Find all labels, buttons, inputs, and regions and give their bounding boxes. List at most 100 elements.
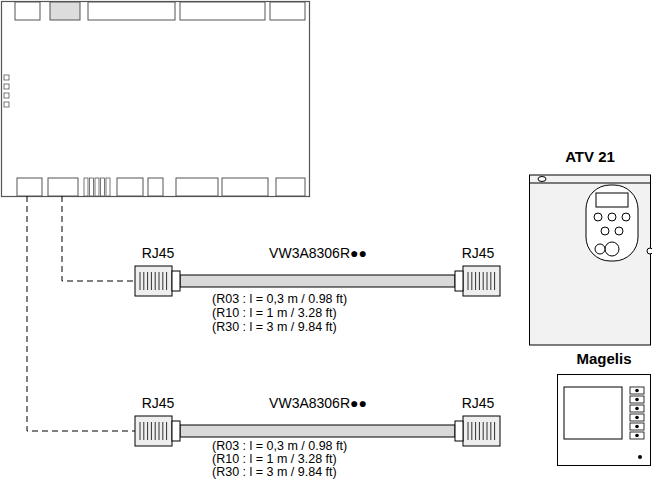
keypad-button — [601, 227, 609, 235]
controller — [2, 2, 310, 197]
hmi-key-dot — [635, 425, 639, 429]
bottom-port — [17, 178, 42, 196]
rj45-contact — [487, 272, 488, 290]
bottom-port — [148, 178, 163, 196]
rj45-latch — [172, 271, 180, 291]
connector-name: RJ45 — [462, 395, 495, 411]
cable-length: (R03 : l = 0,3 m / 0.98 ft) — [212, 439, 347, 453]
cable-reference: VW3A8306R●● — [269, 395, 367, 411]
dial — [595, 244, 605, 254]
rj45-contact — [487, 422, 488, 440]
cable — [135, 266, 500, 296]
rj45-contact — [475, 272, 476, 290]
keypad-button — [608, 213, 616, 221]
bottom-port — [222, 178, 268, 196]
rj45-contact — [494, 422, 495, 440]
dial — [605, 242, 619, 256]
rj45-plug — [135, 266, 172, 296]
hmi-screen — [564, 387, 622, 439]
cable-reference: VW3A8306R●● — [269, 245, 367, 261]
rj45-contact — [468, 422, 469, 440]
rj45-plug — [463, 266, 500, 296]
hmi-key — [630, 387, 644, 394]
hmi-key — [630, 432, 644, 439]
top-port — [15, 2, 40, 20]
dashed-link — [62, 196, 135, 281]
keypad-button — [594, 213, 602, 221]
rj45-contact — [483, 422, 484, 440]
cable-body — [180, 275, 455, 287]
rj45-contact — [143, 272, 144, 290]
rj45-contact — [151, 422, 152, 440]
rj45-contact — [140, 272, 141, 290]
rj45-contact — [479, 272, 480, 290]
status-lamp — [538, 177, 546, 182]
terminal-strip — [95, 178, 99, 196]
rj45-plug — [463, 416, 500, 446]
hmi-key — [630, 396, 644, 403]
device-drawing — [556, 373, 652, 467]
terminal-strip — [101, 178, 105, 196]
bottom-port — [117, 178, 143, 196]
terminal-strip — [90, 178, 94, 196]
status-led — [4, 84, 9, 89]
cable-length: (R10 : l = 1 m / 3.28 ft) — [212, 452, 337, 466]
rj45-plug — [135, 416, 172, 446]
cable-length: (R10 : l = 1 m / 3.28 ft) — [212, 306, 337, 320]
rj45-contact — [151, 272, 152, 290]
controller-housing — [2, 2, 310, 197]
top-port — [180, 2, 265, 20]
rj45-latch — [172, 421, 180, 441]
hmi-key-dot — [635, 416, 639, 420]
drive-housing — [530, 175, 651, 345]
dashed-link — [27, 196, 135, 431]
hmi-device: Magelis — [556, 350, 652, 467]
rj45-contact — [475, 422, 476, 440]
cable-length: (R30 : l = 3 m / 9.84 ft) — [212, 465, 337, 479]
bottom-port — [276, 178, 305, 196]
rj45-contact — [166, 422, 167, 440]
keypad-button — [615, 227, 623, 235]
bottom-port — [48, 178, 78, 196]
cable-length: (R03 : l = 0,3 m / 0.98 ft) — [212, 292, 347, 306]
rj45-contact — [471, 422, 472, 440]
hmi-housing — [558, 375, 651, 466]
cable-body — [180, 425, 455, 437]
hmi-key-dot — [635, 407, 639, 411]
rj45-contact — [166, 272, 167, 290]
device-name: Magelis — [556, 350, 652, 368]
rj45-contact — [147, 422, 148, 440]
hmi-key-dot — [635, 389, 639, 393]
top-port — [88, 2, 175, 20]
connector-name: RJ45 — [462, 245, 495, 261]
hmi-key — [630, 423, 644, 430]
hmi-led — [638, 455, 642, 459]
keypad — [586, 185, 638, 261]
rj45-contact — [471, 272, 472, 290]
rj45-contact — [490, 422, 491, 440]
rj45-contact — [494, 272, 495, 290]
hmi-key-dot — [635, 434, 639, 438]
display — [596, 193, 628, 207]
drive-device: ATV 21 — [528, 148, 652, 347]
rj45-contact — [147, 272, 148, 290]
rj45-contact — [162, 272, 163, 290]
cable-length: (R30 : l = 3 m / 9.84 ft) — [212, 320, 337, 334]
status-led — [4, 75, 9, 80]
rj45-contact — [468, 272, 469, 290]
top-port — [50, 2, 80, 20]
status-led — [4, 102, 9, 107]
rj45-contact — [155, 272, 156, 290]
status-led — [4, 93, 9, 98]
rj45-contact — [483, 272, 484, 290]
rj45-contact — [159, 272, 160, 290]
bottom-port — [176, 178, 218, 196]
terminal-strip — [84, 178, 88, 196]
rj45-latch — [455, 421, 463, 441]
hmi-key — [630, 405, 644, 412]
side-screw — [647, 248, 652, 254]
top-port — [270, 2, 305, 20]
rj45-contact — [140, 422, 141, 440]
connector-name: RJ45 — [142, 245, 175, 261]
terminal-strip — [106, 178, 110, 196]
